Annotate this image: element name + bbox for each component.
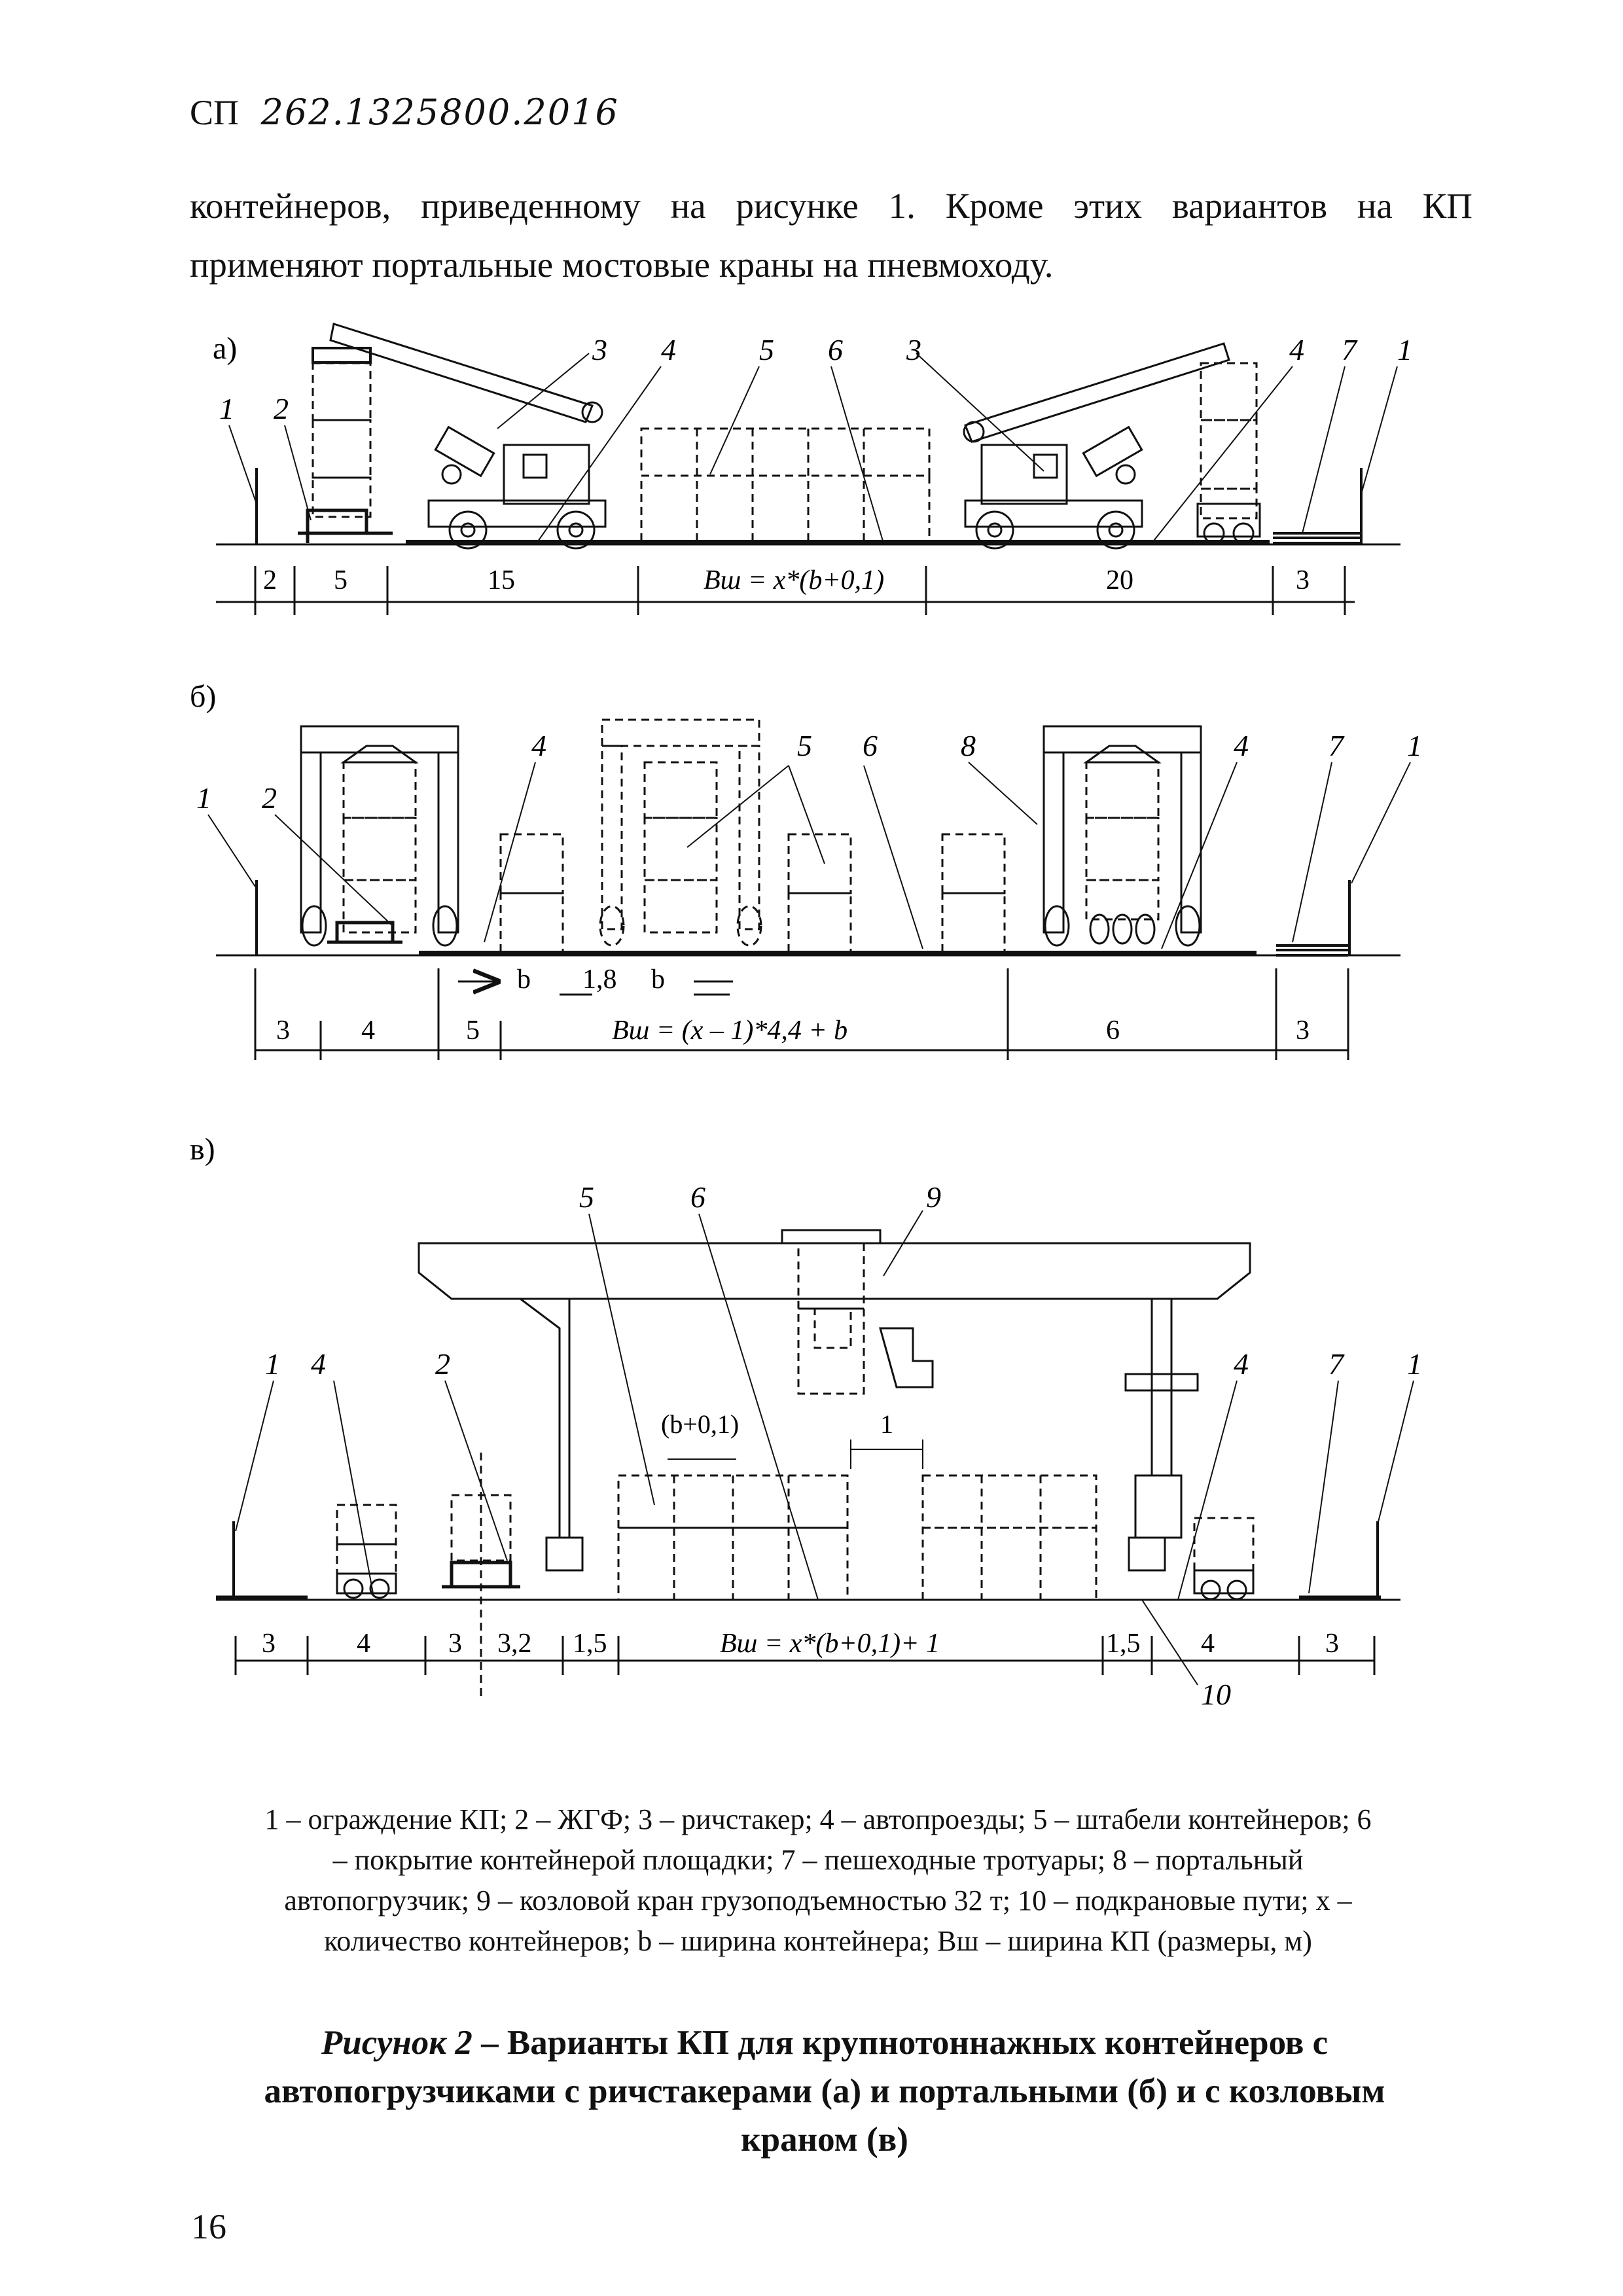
figure-title-line-2: автопогрузчиками с ричстакерами (а) и по…: [264, 2072, 1385, 2110]
middle-container-stacks: [640, 427, 931, 542]
fence-right-b: [1276, 880, 1351, 957]
dim-b-4: Вш = (x – 1)*4,4 + b: [612, 1016, 847, 1046]
callout-v-1: 1: [265, 1347, 280, 1381]
truck-right-v: [1193, 1569, 1255, 1600]
callouts-b: 1 2 4 5 6 8 4 7 1: [196, 729, 1422, 815]
callout-v-6: 6: [690, 1180, 705, 1214]
figure-legend: 1 – ограждение КП; 2 – ЖГФ; 3 – ричстаке…: [196, 1799, 1440, 1962]
dim-a-1: 2: [263, 565, 277, 595]
callout-a-3: 3: [592, 333, 607, 366]
callouts-v: 5 6 9 1 4 2 4 7 1 10: [265, 1180, 1422, 1711]
container-stacks-b: [499, 833, 1006, 953]
railcar-b: [327, 921, 402, 944]
inner-dim-v-1: (b+0,1): [661, 1409, 739, 1439]
railcar: [298, 508, 393, 543]
callout-a-5: 5: [759, 333, 774, 366]
callout-v-5: 5: [579, 1180, 594, 1214]
portal-carrier-right: [1043, 725, 1202, 947]
dim-v-8: 4: [1201, 1629, 1215, 1659]
reachstacker-right: [963, 342, 1230, 550]
callout-v-9: 9: [926, 1180, 941, 1214]
figure-a: а): [213, 323, 1412, 615]
callout-b-6: 6: [863, 729, 878, 762]
callout-v-4b: 4: [1234, 1347, 1249, 1381]
dim-v-3: 3: [448, 1629, 462, 1659]
callout-v-7: 7: [1329, 1347, 1345, 1381]
dim-a-2: 5: [334, 565, 348, 595]
figure-title-line-1: – Варианты КП для крупнотоннажных контей…: [472, 2024, 1329, 2062]
dim-a-6: 3: [1296, 565, 1310, 595]
body-paragraph: контейнеров, приведенному на рисунке 1. …: [190, 177, 1472, 294]
dim-a-4: Вш = x*(b+0,1): [704, 565, 884, 595]
callout-b-7: 7: [1329, 729, 1345, 762]
reachstacker-left: [329, 323, 607, 550]
callout-a-4b: 4: [1289, 333, 1304, 366]
figure-b-label: б): [190, 679, 216, 714]
gantry-crane: [418, 1229, 1251, 1572]
legend-line-1: 1 – ограждение КП; 2 – ЖГФ; 3 – ричстаке…: [264, 1803, 1372, 1835]
dim-v-4: 3,2: [497, 1629, 532, 1659]
callout-a-4: 4: [661, 333, 676, 366]
callout-b-8: 8: [961, 729, 976, 762]
dim-v-5: 1,5: [573, 1629, 607, 1659]
callout-b-4: 4: [531, 729, 546, 762]
callout-b-1: 1: [196, 781, 211, 815]
dim-b-5: 6: [1106, 1016, 1120, 1046]
fence-right: [1273, 468, 1363, 544]
dim-b-3: 5: [466, 1016, 480, 1046]
body-line-1: контейнеров, приведенному на рисунке 1. …: [190, 186, 1472, 226]
truck-right: [1196, 503, 1261, 544]
small-dim-b-3: b: [651, 964, 665, 995]
legend-line-3: автопогрузчик; 9 – козловой кран грузопо…: [284, 1884, 1352, 1916]
callout-b-5: 5: [797, 729, 812, 762]
figure-b: б): [190, 679, 1422, 1060]
callout-b-1b: 1: [1407, 729, 1422, 762]
dim-a-3: 15: [488, 565, 515, 595]
document-code: 262.1325800.2016: [260, 92, 619, 133]
left-container-stack: [312, 362, 372, 518]
callout-v-10: 10: [1201, 1678, 1231, 1711]
small-dim-b-2: 1,8: [582, 964, 617, 995]
inner-dim-v-2: 1: [880, 1409, 893, 1439]
portal-carrier-left: [300, 725, 459, 947]
dim-v-7: 1,5: [1106, 1629, 1141, 1659]
dim-b-2: 4: [361, 1016, 375, 1046]
callout-a-1: 1: [219, 392, 234, 425]
callout-a-7: 7: [1342, 333, 1358, 366]
dim-b-1: 3: [276, 1016, 290, 1046]
page-number: 16: [191, 2207, 226, 2246]
portal-carrier-dashed: [599, 718, 762, 947]
small-dim-b-1: b: [517, 964, 531, 995]
dim-a-5: 20: [1106, 565, 1133, 595]
body-line-2: применяют портальные мостовые краны на п…: [190, 245, 1054, 285]
dim-v-6: Вш = x*(b+0,1)+ 1: [720, 1629, 940, 1659]
dim-v-2: 4: [357, 1629, 370, 1659]
figure-v-label: в): [190, 1132, 215, 1167]
legend-line-2: – покрытие контейнерой площадки; 7 – пеш…: [332, 1844, 1304, 1876]
container-stacks-v: [617, 1474, 1097, 1601]
figure-a-label: а): [213, 331, 237, 366]
callout-v-4: 4: [311, 1347, 326, 1381]
right-container-stack: [1200, 362, 1258, 520]
page-header: СП 262.1325800.2016: [190, 92, 619, 133]
callout-b-2: 2: [262, 781, 277, 815]
callout-v-1b: 1: [1407, 1347, 1422, 1381]
figure-title-line-3: краном (в): [741, 2121, 908, 2159]
legend-line-4: количество контейнеров; b – ширина конте…: [324, 1925, 1312, 1957]
dim-b-6: 3: [1296, 1016, 1310, 1046]
dim-v-1: 3: [262, 1629, 276, 1659]
dim-v-9: 3: [1325, 1629, 1339, 1659]
figure-title: Рисунок 2 – Варианты КП для крупнотоннаж…: [190, 2019, 1459, 2164]
figure-title-prefix: Рисунок 2: [321, 2024, 473, 2062]
callouts-a: 1 2 3 4 5 6 3 4 7 1: [219, 333, 1412, 425]
callout-a-2: 2: [274, 392, 289, 425]
callout-a-6: 6: [828, 333, 843, 366]
callout-v-2: 2: [435, 1347, 450, 1381]
header-prefix: СП: [190, 93, 240, 132]
truck-left-v: [336, 1543, 397, 1599]
figure-v: в): [190, 1132, 1422, 1711]
callout-b-4b: 4: [1234, 729, 1249, 762]
callout-a-3b: 3: [906, 333, 921, 366]
callout-a-1b: 1: [1397, 333, 1412, 366]
